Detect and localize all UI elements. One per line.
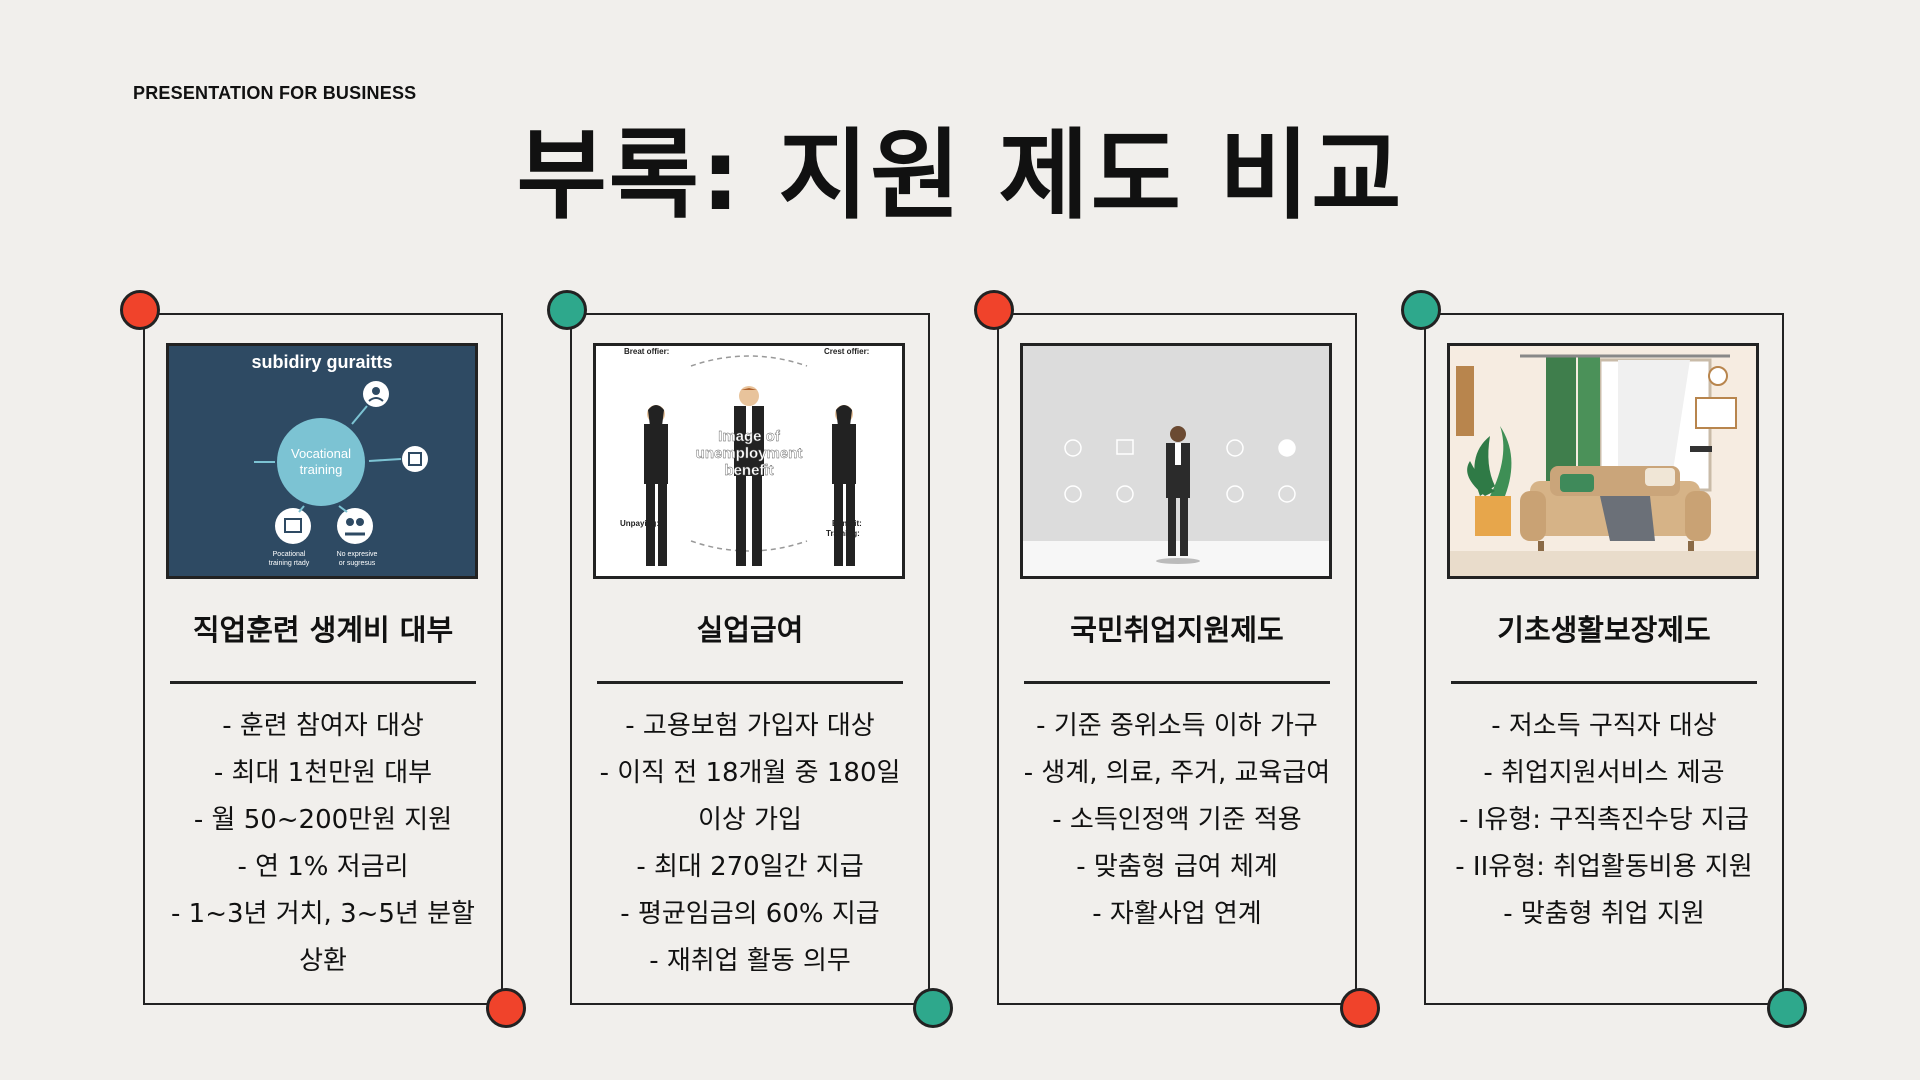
card-title: 기초생활보장제도	[1497, 613, 1711, 647]
center-label-2: training	[300, 462, 343, 477]
bullet-item: - 평균임금의 60% 지급	[620, 899, 880, 929]
bullet-item: - 월 50~200만원 지원	[193, 805, 453, 835]
bullet-item: - 훈련 참여자 대상	[222, 711, 424, 741]
divider	[1024, 681, 1330, 684]
card-illustration	[1020, 343, 1332, 579]
bullet-item: 이상 가입	[698, 805, 802, 835]
bullet-item: - 이직 전 18개월 중 180일	[599, 758, 901, 788]
bullet-item: - 1~3년 거치, 3~5년 분할	[171, 899, 475, 929]
center-label-1: Vocational	[291, 446, 351, 461]
label-top-left: Breat offier:	[624, 347, 669, 356]
training-icon	[275, 508, 311, 544]
corner-dot-bottom-right	[1767, 988, 1807, 1028]
card-illustration	[1447, 343, 1759, 579]
presenter-illustration	[1023, 426, 1329, 576]
living-room-illustration	[1450, 354, 1756, 576]
bullet-item: - 맞춤형 취업 지원	[1503, 899, 1705, 929]
bullet-item: - II유형: 취업활동비용 지원	[1455, 852, 1753, 882]
corner-dot-top-left	[120, 290, 160, 330]
caption-left-2: training rtady	[269, 560, 310, 567]
person-head	[1170, 426, 1186, 442]
corner-dot-top-left	[974, 290, 1014, 330]
label-bottom-left: Unpaying:	[620, 519, 659, 528]
bullet-item: - I유형: 구직촉진수당 지급	[1459, 805, 1749, 835]
corner-dot-top-left	[1401, 290, 1441, 330]
card-unemployment-benefit: Breat offier: Crest offier: Image of une…	[547, 290, 953, 1028]
bullet-item: - 재취업 활동 의무	[649, 946, 851, 976]
bullet-item: - 저소득 구직자 대상	[1491, 711, 1717, 741]
bullet-list: - 저소득 구직자 대상 - 취업지원서비스 제공 - I유형: 구직촉진수당 …	[1436, 703, 1772, 938]
bullet-item: - 소득인정액 기준 적용	[1052, 805, 1302, 835]
caption-right-2: or sugresus	[339, 560, 376, 567]
label-bottom-right-2: Training:	[826, 529, 860, 538]
bullet-list: - 고용보험 가입자 대상 - 이직 전 18개월 중 180일 이상 가입 -…	[582, 703, 918, 985]
center-label-1: Image of	[718, 428, 781, 445]
card-illustration: subidiry guraitts Vocational training Po…	[166, 343, 478, 579]
vocational-training-diagram: subidiry guraitts Vocational training Po…	[251, 352, 428, 567]
corner-dot-top-left	[547, 290, 587, 330]
person-center	[739, 386, 759, 406]
bullet-item: - 최대 1천만원 대부	[213, 758, 433, 788]
card-basic-livelihood-security: 기초생활보장제도 - 저소득 구직자 대상 - 취업지원서비스 제공 - I유형…	[1401, 290, 1807, 1028]
card-title: 직업훈련 생계비 대부	[192, 613, 454, 647]
card-national-employment-support: 국민취업지원제도 - 기준 중위소득 이하 가구 - 생계, 의료, 주거, 교…	[974, 290, 1380, 1028]
label-top-right: Crest offier:	[824, 347, 869, 356]
card-vocational-loan: subidiry guraitts Vocational training Po…	[120, 290, 526, 1028]
center-circle	[277, 418, 365, 506]
bullet-item: - 생계, 의료, 주거, 교육급여	[1023, 758, 1331, 788]
bullet-item: 상환	[299, 946, 347, 976]
caption-left-1: Pocational	[273, 551, 306, 558]
caption-right-1: No expresive	[337, 551, 378, 558]
divider	[1451, 681, 1757, 684]
diagram-heading: subidiry guraitts	[251, 352, 392, 372]
center-label-2: unemployment	[696, 445, 803, 462]
eyebrow-label: PRESENTATION FOR BUSINESS	[133, 83, 417, 103]
divider	[597, 681, 903, 684]
label-bottom-right-1: Benefit:	[832, 519, 862, 528]
card-title: 실업급여	[696, 613, 804, 647]
bullet-item: - 기준 중위소득 이하 가구	[1036, 711, 1318, 741]
bullet-item: - 고용보험 가입자 대상	[625, 711, 875, 741]
divider	[170, 681, 476, 684]
bullet-item: - 맞춤형 급여 체계	[1076, 852, 1278, 882]
bullet-item: - 취업지원서비스 제공	[1483, 758, 1725, 788]
bullet-list: - 훈련 참여자 대상 - 최대 1천만원 대부 - 월 50~200만원 지원…	[155, 703, 491, 985]
corner-dot-bottom-right	[1340, 988, 1380, 1028]
bullet-item: - 연 1% 저금리	[237, 852, 409, 882]
clock	[1708, 366, 1728, 386]
building-icon	[402, 446, 428, 472]
corner-dot-bottom-right	[486, 988, 526, 1028]
page-title: 부록: 지원 제도 비교	[516, 119, 1404, 233]
unemployment-benefit-illustration: Breat offier: Crest offier: Image of une…	[620, 347, 869, 566]
wall-frame	[1456, 366, 1474, 436]
card-title: 국민취업지원제도	[1070, 613, 1284, 647]
faded-icons	[1064, 439, 1296, 503]
people-icon	[337, 508, 373, 544]
corner-dot-bottom-right	[913, 988, 953, 1028]
bullet-item: - 최대 270일간 지급	[636, 852, 864, 882]
center-label-3: benefit	[724, 462, 773, 479]
card-illustration: Breat offier: Crest offier: Image of une…	[593, 343, 905, 579]
bullet-list: - 기준 중위소득 이하 가구 - 생계, 의료, 주거, 교육급여 - 소득인…	[1009, 703, 1345, 938]
bullet-item: - 자활사업 연계	[1092, 899, 1262, 929]
